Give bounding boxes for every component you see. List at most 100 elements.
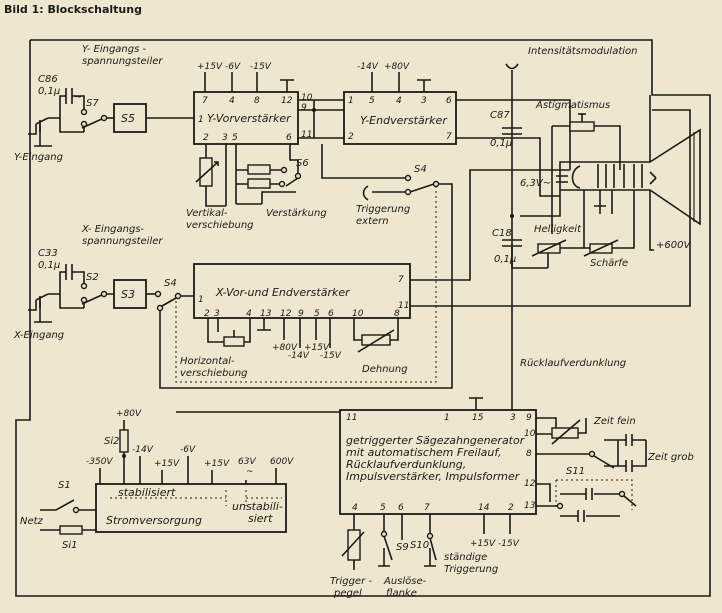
svg-text:9: 9 — [301, 103, 307, 113]
sawtooth-title-2: mit automatischem Freilauf, — [346, 446, 502, 459]
gain-label: Verstärkung — [266, 208, 327, 219]
c86-capacitor — [65, 88, 73, 104]
svg-text:11: 11 — [398, 301, 409, 311]
svg-text:9: 9 — [526, 413, 532, 423]
slope-label-2: flanke — [386, 588, 417, 599]
svg-text:-15V: -15V — [320, 351, 342, 361]
continuous-trigger-label-1: ständige — [444, 552, 487, 563]
gain-resistor-1 — [247, 164, 271, 175]
trigger-level-label-2: pegel — [333, 588, 362, 599]
svg-text:1: 1 — [198, 295, 204, 305]
diagram-title: Bild 1: Blockschaltung — [4, 3, 142, 16]
svg-text:1: 1 — [444, 413, 450, 423]
brightness-label: Helligkeit — [534, 224, 582, 235]
c18-value: 0,1µ — [494, 254, 516, 265]
y-endverstaerker-block — [343, 91, 457, 145]
svg-text:~: ~ — [74, 92, 82, 103]
sawtooth-title-1: getriggerter Sägezahngenerator — [346, 434, 526, 447]
x-input-label: X-Eingang — [13, 330, 64, 341]
y-divider-label-1: Y- Eingangs - — [82, 44, 147, 55]
si2-label: Si2 — [104, 436, 120, 447]
dehnung-pot[interactable] — [361, 334, 391, 346]
svg-text:3: 3 — [214, 309, 220, 319]
y-endverstaerker-title: Y-Endverstärker — [360, 114, 448, 127]
svg-text:2: 2 — [203, 133, 209, 143]
svg-text:3: 3 — [222, 133, 228, 143]
netz-label: Netz — [20, 516, 44, 527]
svg-text:12: 12 — [281, 96, 293, 106]
svg-text:13: 13 — [260, 309, 272, 319]
time-fine-label: Zeit fein — [593, 416, 636, 427]
power-supply-block — [95, 483, 287, 533]
time-coarse-label: Zeit grob — [647, 452, 694, 463]
fuse-si2 — [119, 429, 129, 453]
svg-text:-14V: -14V — [132, 445, 154, 455]
svg-text:6: 6 — [446, 96, 452, 106]
svg-text:+80V: +80V — [272, 343, 298, 353]
svg-text:600V: 600V — [270, 457, 294, 467]
c33-capacitor — [65, 264, 73, 280]
c87-label: C87 — [490, 110, 510, 121]
svg-text:6: 6 — [286, 133, 292, 143]
s10-label: S10 — [410, 540, 429, 551]
svg-text:-14V: -14V — [288, 351, 310, 361]
s5-label: S5 — [121, 112, 135, 125]
trigger-level-pot[interactable] — [347, 529, 361, 561]
svg-text:1: 1 — [348, 96, 354, 106]
svg-text:-6V: -6V — [225, 62, 241, 72]
svg-text:-15V: -15V — [250, 62, 272, 72]
outer-frame — [15, 39, 711, 597]
s9-label: S9 — [396, 542, 409, 553]
mains-switch-s1[interactable] — [40, 499, 96, 511]
continuous-trigger-label-2: Triggerung — [444, 564, 498, 575]
crt-tube — [559, 128, 701, 226]
horizontal-shift-label-2: verschiebung — [180, 368, 248, 379]
x-amplifier-title: X-Vor-und Endverstärker — [215, 286, 351, 299]
astig-pot[interactable] — [569, 121, 595, 132]
x-input-jack — [28, 293, 49, 311]
ruecklauf-label: Rücklaufverdunklung — [520, 358, 626, 369]
unstabilized-label-1: unstabili- — [232, 500, 283, 513]
svg-text:3: 3 — [510, 413, 516, 423]
unstabilized-label-2: siert — [248, 512, 273, 525]
s3-label: S3 — [121, 288, 135, 301]
time-coarse-cap-2 — [625, 440, 647, 472]
svg-text:13: 13 — [524, 501, 536, 511]
svg-text:4: 4 — [352, 503, 358, 513]
svg-text:10: 10 — [352, 309, 364, 319]
svg-text:+80V: +80V — [116, 409, 142, 419]
svg-text:+15V: +15V — [154, 459, 180, 469]
trigger-extern-label-1: Triggerung — [356, 204, 410, 215]
svg-text:8: 8 — [394, 309, 400, 319]
svg-text:4: 4 — [246, 309, 252, 319]
c18-label: C18 — [492, 228, 512, 239]
vertical-shift-label-1: Vertikal- — [186, 208, 228, 219]
svg-text:8: 8 — [526, 449, 532, 459]
c86-value: 0,1µ — [38, 86, 60, 97]
x-divider-label-2: spannungsteiler — [82, 236, 163, 247]
x-amplifier-block — [193, 263, 411, 319]
svg-text:+15V: +15V — [470, 539, 496, 549]
s2-label: S2 — [86, 272, 99, 283]
svg-text:+80V: +80V — [384, 62, 410, 72]
gain-resistor-2 — [247, 178, 271, 189]
horizontal-shift-pot[interactable] — [223, 336, 245, 347]
svg-text:2: 2 — [508, 503, 514, 513]
svg-text:11: 11 — [301, 130, 312, 140]
y-vorverstaerker-block — [193, 91, 299, 145]
svg-text:7: 7 — [202, 96, 208, 106]
y-divider-label-2: spannungsteiler — [82, 56, 163, 67]
svg-text:14: 14 — [478, 503, 490, 513]
svg-text:5: 5 — [314, 309, 320, 319]
s11-label: S11 — [566, 466, 585, 477]
s6-label: S6 — [296, 158, 309, 169]
svg-text:-350V: -350V — [86, 457, 113, 467]
power-supply-title: Stromversorgung — [106, 514, 202, 527]
svg-text:-14V: -14V — [357, 62, 379, 72]
trigger-extern-jack — [362, 185, 406, 201]
c87-capacitor — [502, 127, 522, 135]
svg-text:-15V: -15V — [498, 539, 520, 549]
svg-text:7: 7 — [424, 503, 430, 513]
